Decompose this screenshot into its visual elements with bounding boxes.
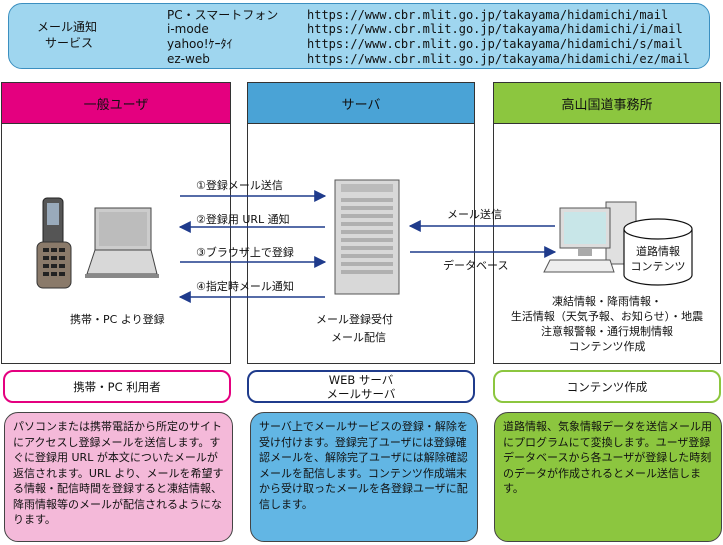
server-column-header: サーバ xyxy=(248,83,474,124)
server-role-label-1: WEB サーバ xyxy=(328,372,394,387)
user-caption: 携帯・PC より登録 xyxy=(70,313,165,326)
office-column: 高山国道事務所 xyxy=(493,82,721,364)
server-icon xyxy=(334,179,400,295)
server-caption-1: メール登録受付 xyxy=(316,313,393,326)
server-description: サーバ上でメールサービスの登録・解除を受け付けます。登録完了ユーザには登録確認メ… xyxy=(250,412,478,542)
mail-send-label: メール送信 xyxy=(447,208,502,221)
user-column-title: 一般ユーザ xyxy=(83,97,149,113)
office-caption-3: 注意報警報・通行規制情報 xyxy=(541,325,673,338)
device-label: PC・スマートフォン xyxy=(167,8,279,22)
server-column: サーバ xyxy=(247,82,475,364)
user-description: パソコンまたは携帯電話から所定のサイトにアクセスし登録メールを送信します。すぐに… xyxy=(4,412,233,542)
phone-and-laptop-icon xyxy=(36,197,159,289)
user-role-label: 携帯・PC 利用者 xyxy=(73,379,161,394)
database-arrow-label: データベース xyxy=(443,259,509,272)
service-url[interactable]: https://www.cbr.mlit.go.jp/takayama/hida… xyxy=(307,37,683,51)
database-label-1: 道路情報 xyxy=(636,245,680,258)
device-label: ez-web xyxy=(167,52,210,66)
arrow-3-label: ③ブラウザ上で登録 xyxy=(196,246,294,259)
database-label-2: コンテンツ xyxy=(630,260,686,273)
arrow-4-label: ④指定時メール通知 xyxy=(196,280,294,293)
service-url[interactable]: https://www.cbr.mlit.go.jp/takayama/hida… xyxy=(307,22,683,36)
user-column: 一般ユーザ xyxy=(1,82,231,364)
office-column-header: 高山国道事務所 xyxy=(494,83,720,124)
office-role-pill: コンテンツ作成 xyxy=(493,370,721,403)
server-role-label-2: メールサーバ xyxy=(326,386,396,401)
office-column-title: 高山国道事務所 xyxy=(561,97,653,113)
laptop-icon xyxy=(85,207,159,278)
device-label: i-mode xyxy=(167,22,209,36)
user-role-pill: 携帯・PC 利用者 xyxy=(3,370,231,403)
user-column-header: 一般ユーザ xyxy=(2,83,230,124)
arrow-1-label: ①登録メール送信 xyxy=(196,179,283,192)
server-role-pill: WEB サーバ メールサーバ xyxy=(247,370,475,403)
office-role-label: コンテンツ作成 xyxy=(566,379,648,394)
office-caption-1: 凍結情報・降雨情報・ xyxy=(552,295,662,308)
database-icon xyxy=(623,218,693,286)
service-url[interactable]: https://www.cbr.mlit.go.jp/takayama/hida… xyxy=(307,8,669,22)
service-url[interactable]: https://www.cbr.mlit.go.jp/takayama/hida… xyxy=(307,52,690,66)
service-label-line2: サービス xyxy=(45,36,94,50)
office-description: 道路情報、気象情報データを送信メール用にプログラムにて変換します。ユーザ登録デー… xyxy=(494,412,722,542)
server-caption-2: メール配信 xyxy=(331,331,386,344)
device-label: yahoo!ｹｰﾀｲ xyxy=(167,37,233,51)
service-banner: メール通知 サービス PC・スマートフォン https://www.cbr.ml… xyxy=(8,3,710,69)
mobile-phone-icon xyxy=(36,197,72,289)
service-label-line1: メール通知 xyxy=(37,20,98,34)
office-caption-2: 生活情報（天気予報、お知らせ）・地震 xyxy=(510,310,704,323)
office-caption-4: コンテンツ作成 xyxy=(568,340,646,353)
arrow-2-label: ②登録用 URL 通知 xyxy=(196,213,290,226)
server-column-title: サーバ xyxy=(341,97,381,113)
